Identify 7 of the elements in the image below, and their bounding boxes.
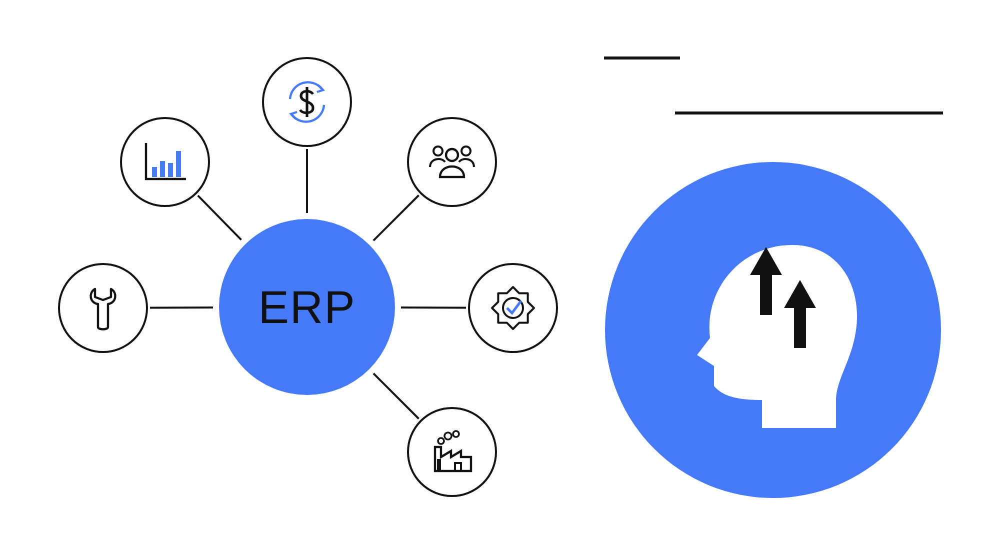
connector-line [306, 149, 308, 213]
connector-line [197, 194, 242, 241]
node-label: ERP [258, 280, 356, 334]
connector-line [401, 306, 466, 309]
connector-line [372, 194, 420, 242]
connector-line [372, 372, 420, 420]
connector-line [150, 306, 213, 309]
